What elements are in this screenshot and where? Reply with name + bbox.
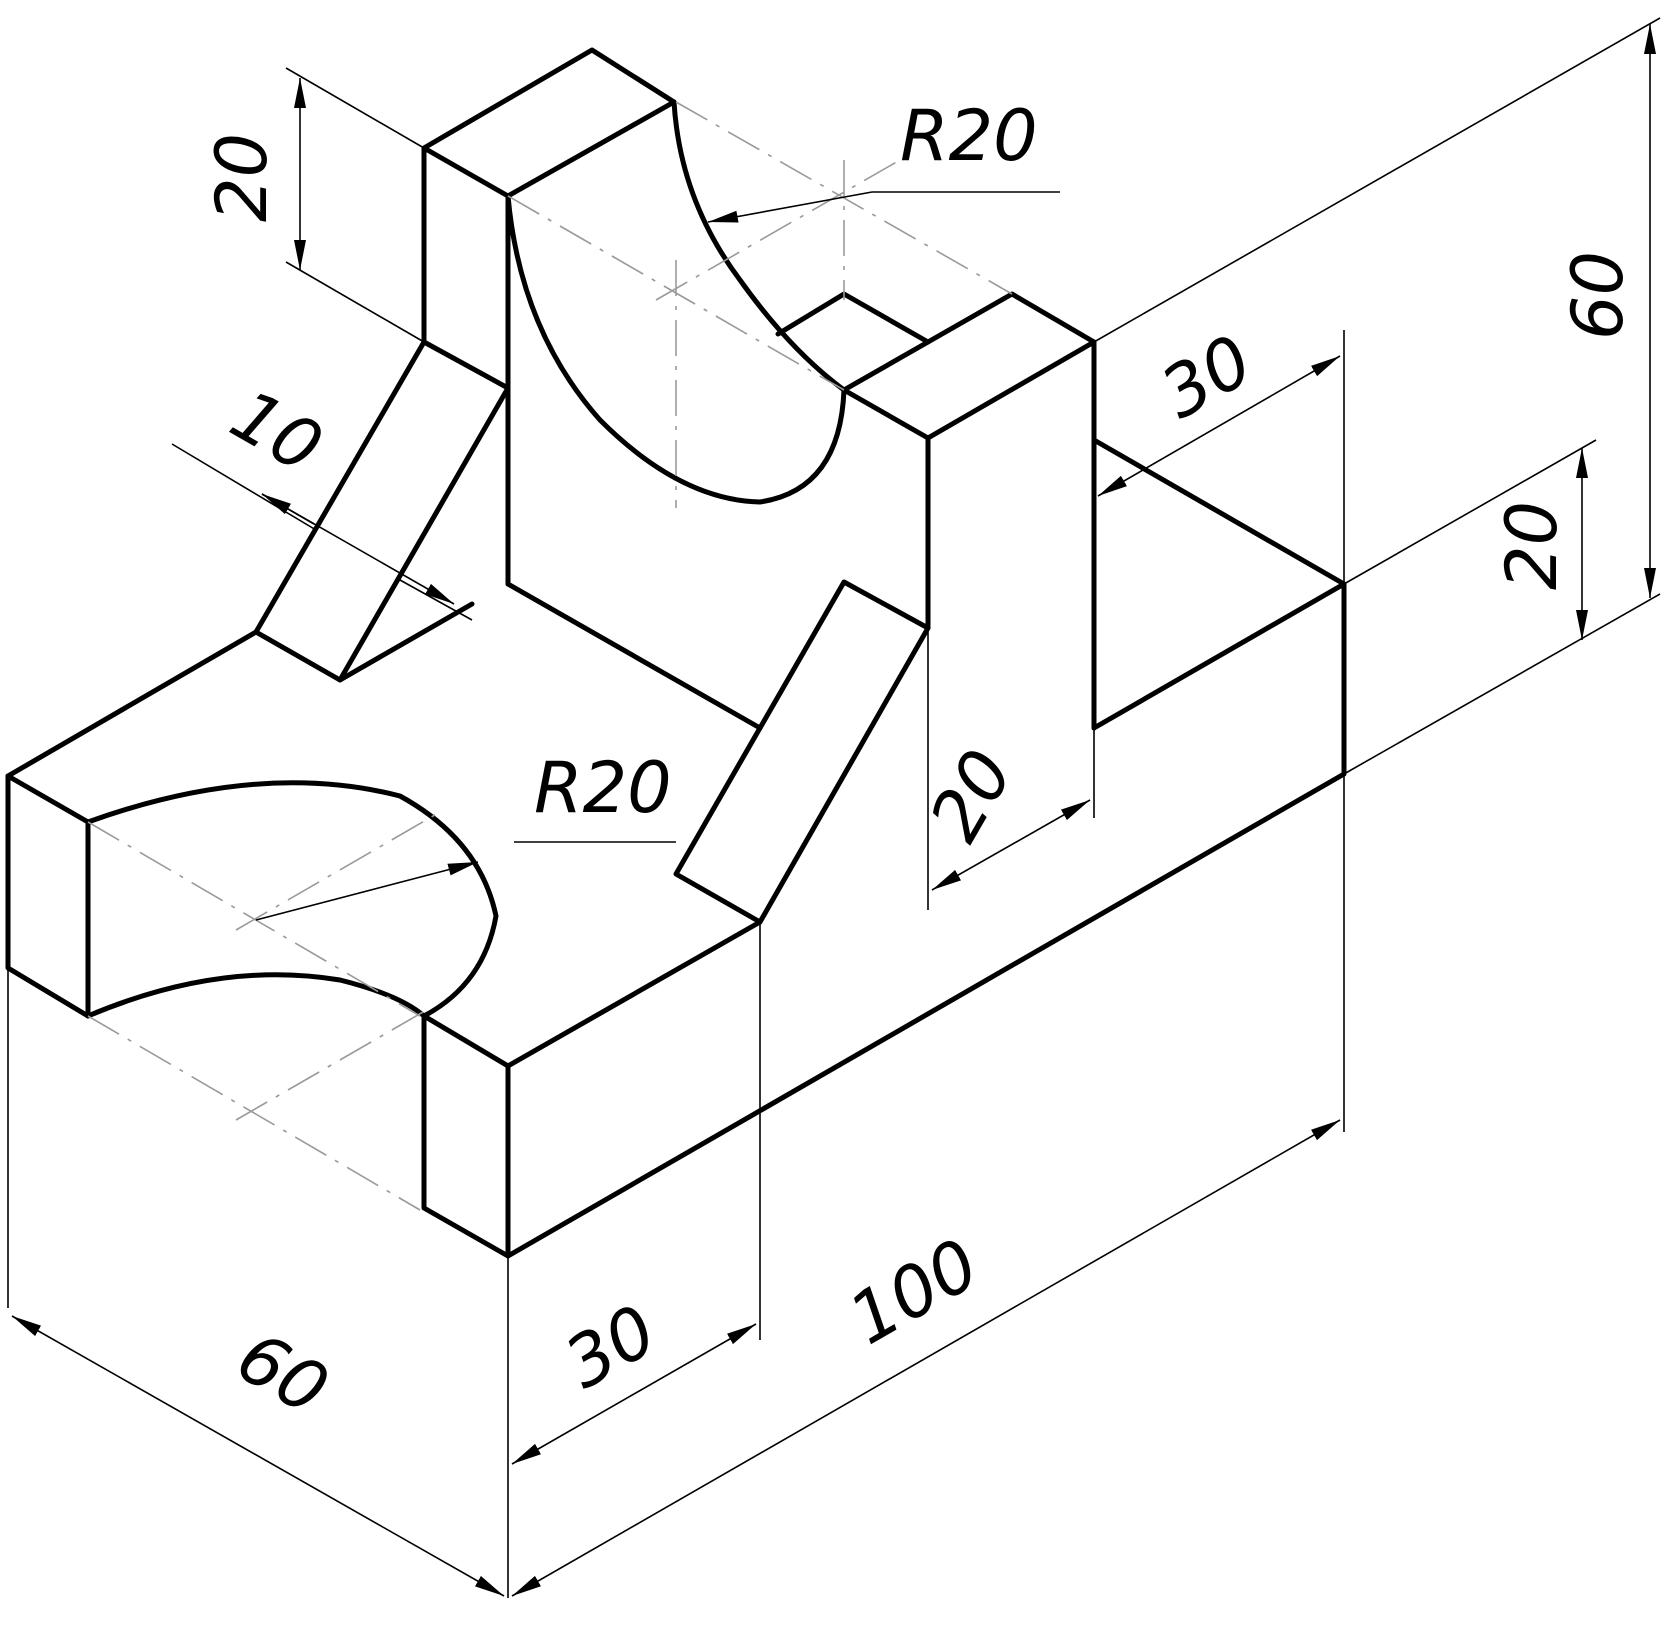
upper-arc-centerline-3	[655, 159, 901, 301]
base-top-front-edge	[505, 919, 763, 1069]
ext-upright-top-left	[285, 67, 425, 149]
upper-arc-centerline-1	[675, 101, 1013, 295]
label-rear-step-depth: 30	[1148, 319, 1266, 435]
lower-arc-centerline-4	[235, 811, 441, 931]
ext-upright-web-left	[285, 261, 425, 343]
dimension-lines	[11, 24, 1656, 1597]
base-rear-top-edge	[1091, 437, 1347, 731]
dim-line-30-rear	[1097, 355, 1341, 497]
part-outline	[5, 47, 1347, 1259]
lower-arc-centerline-3	[235, 1007, 431, 1121]
base-front-top-edge	[5, 773, 91, 1019]
label-rib-thickness: 10	[218, 374, 336, 490]
label-upper-radius: R20	[900, 95, 1038, 177]
dim-line-60-width	[11, 1315, 505, 1597]
dimension-labels: 60 30 100 60 20 20 20 30 10 R20 R20	[201, 95, 1639, 1431]
dim-line-upper-radius	[707, 191, 873, 223]
dim-line-100-length	[511, 1119, 1341, 1597]
dim-line-10-rib-start	[261, 493, 315, 525]
top-slot-outline	[775, 291, 931, 393]
ext-rib-left	[171, 443, 317, 531]
upright-top-face	[421, 47, 677, 199]
dim-line-20-upright	[931, 799, 1091, 891]
lower-arc-centerline-2	[87, 1015, 421, 1211]
label-upright-thickness: 20	[914, 736, 1030, 854]
base-bottom-long-edge	[505, 581, 1347, 1259]
centerlines	[87, 101, 1013, 1211]
left-rib-foot	[337, 601, 475, 683]
label-block-depth: 30	[552, 1289, 670, 1405]
base-front-left-edge	[5, 773, 91, 1019]
ext-base-top-to-height	[1343, 439, 1597, 585]
upper-cutout-rear-arc	[671, 99, 847, 393]
left-rib	[253, 339, 511, 683]
lower-cutout-bottom-arc	[85, 972, 427, 1019]
right-rib	[673, 579, 931, 925]
ext-rib-right	[399, 579, 473, 621]
upper-cutout-front-arc	[505, 193, 847, 505]
label-top-web-height: 20	[201, 133, 283, 222]
label-base-height: 20	[1491, 501, 1573, 590]
label-overall-height: 60	[1557, 251, 1639, 340]
ext-base-to-height	[1343, 593, 1661, 775]
lower-cutout-front-arc	[85, 780, 499, 1019]
label-overall-width: 60	[224, 1316, 342, 1432]
upright-base-line	[505, 581, 763, 731]
label-overall-length: 100	[836, 1223, 993, 1361]
dim-line-lower-radius	[255, 861, 479, 921]
base-right-front-face	[421, 1013, 511, 1259]
label-lower-radius: R20	[534, 747, 672, 829]
base-top-left-edge	[5, 629, 259, 779]
ext-top-to-height	[1093, 17, 1661, 343]
